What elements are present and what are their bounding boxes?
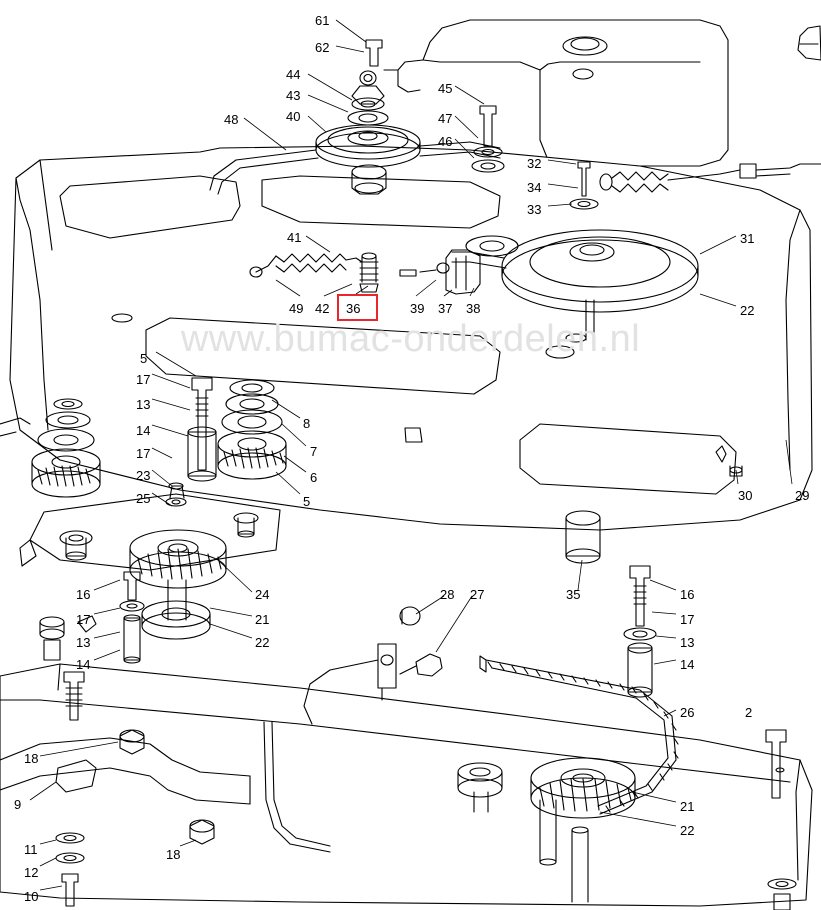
callout-37: 37 <box>438 301 453 316</box>
callout-38: 38 <box>466 301 481 316</box>
highlight-box-part-36 <box>337 294 378 321</box>
callout-9: 9 <box>14 797 22 812</box>
callout-13: 13 <box>136 397 151 412</box>
callout-31: 31 <box>740 231 755 246</box>
callout-40: 40 <box>286 109 301 124</box>
callout-30: 30 <box>738 488 753 503</box>
callout-61: 61 <box>315 13 330 28</box>
callout-29: 29 <box>795 488 810 503</box>
callout-39: 39 <box>410 301 425 316</box>
callout-49: 49 <box>289 301 304 316</box>
callout-34: 34 <box>527 180 542 195</box>
callout-27: 27 <box>470 587 485 602</box>
callout-16: 16 <box>680 587 695 602</box>
callout-13: 13 <box>76 635 91 650</box>
callout-11: 11 <box>24 842 38 857</box>
callout-10: 10 <box>24 889 39 904</box>
callout-14: 14 <box>136 423 151 438</box>
callout-18: 18 <box>24 751 39 766</box>
callout-17: 17 <box>136 446 151 461</box>
callout-45: 45 <box>438 81 453 96</box>
callout-21: 21 <box>680 799 695 814</box>
callout-21: 21 <box>255 612 270 627</box>
callout-7: 7 <box>310 444 318 459</box>
callout-17: 17 <box>76 612 91 627</box>
callout-12: 12 <box>24 865 39 880</box>
callout-26: 26 <box>680 705 695 720</box>
callout-22: 22 <box>255 635 270 650</box>
callout-17: 17 <box>136 372 151 387</box>
callout-16: 16 <box>76 587 91 602</box>
callout-43: 43 <box>286 88 301 103</box>
callout-23: 23 <box>136 468 151 483</box>
callout-44: 44 <box>286 67 301 82</box>
callout-42: 42 <box>315 301 330 316</box>
callout-35: 35 <box>566 587 581 602</box>
callout-5: 5 <box>140 351 148 366</box>
callout-17: 17 <box>680 612 695 627</box>
callout-6: 6 <box>310 470 318 485</box>
callout-14: 14 <box>76 657 91 672</box>
callout-48: 48 <box>224 112 239 127</box>
callout-13: 13 <box>680 635 695 650</box>
callout-22: 22 <box>680 823 695 838</box>
callout-41: 41 <box>287 230 302 245</box>
callout-36: 36 <box>346 301 361 316</box>
callout-33: 33 <box>527 202 542 217</box>
callout-62: 62 <box>315 40 330 55</box>
callout-14: 14 <box>680 657 695 672</box>
callout-32: 32 <box>527 156 542 171</box>
callout-18: 18 <box>166 847 181 862</box>
callout-8: 8 <box>303 416 311 431</box>
callout-5: 5 <box>303 494 311 509</box>
callout-47: 47 <box>438 111 453 126</box>
callout-22: 22 <box>740 303 755 318</box>
callout-25: 25 <box>136 491 151 506</box>
callout-2: 2 <box>745 705 753 720</box>
callout-28: 28 <box>440 587 455 602</box>
callout-46: 46 <box>438 134 453 149</box>
callout-24: 24 <box>255 587 270 602</box>
